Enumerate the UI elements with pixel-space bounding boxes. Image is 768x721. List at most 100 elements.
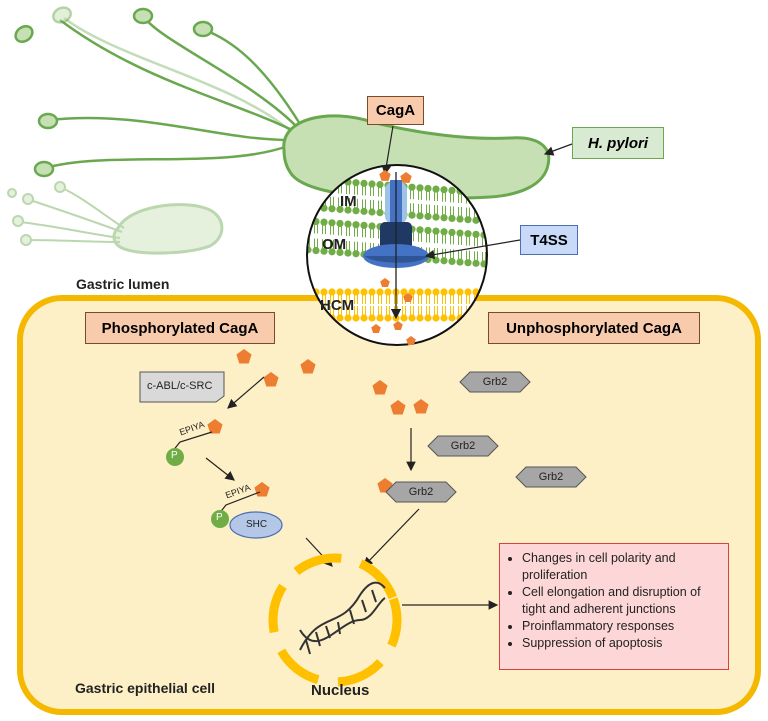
lipid-head	[448, 186, 456, 194]
lipid-tail	[354, 295, 358, 304]
lipid-head	[328, 248, 336, 256]
lipid-head	[496, 262, 503, 269]
lipid-tail	[378, 187, 382, 197]
lipid-tail	[418, 295, 422, 304]
grb2-label-1: Grb2	[482, 376, 508, 388]
lipid-tail	[450, 206, 454, 216]
lipid-tail	[338, 226, 342, 236]
lipid-tail	[394, 295, 398, 304]
lipid-tail	[434, 205, 438, 215]
lipid-head	[360, 221, 368, 229]
lipid-tail	[330, 306, 334, 315]
lipid-tail	[426, 306, 430, 315]
lipid-tail	[434, 306, 438, 315]
lipid-head	[456, 288, 464, 296]
lipid-tail	[338, 295, 342, 304]
effect-item: Proinflammatory responses	[522, 618, 722, 635]
lipid-head	[336, 314, 344, 322]
lipid-tail	[466, 236, 470, 246]
lipid-head	[360, 179, 368, 187]
lipid-tail	[426, 233, 430, 243]
lipid-head	[488, 261, 495, 268]
phosphate-label-1: P	[171, 450, 178, 461]
zoom-circle-outline	[306, 164, 488, 346]
lipid-head	[488, 232, 495, 239]
h-pylori-flagella-tips	[14, 6, 214, 178]
lipid-head	[416, 226, 424, 234]
lipid-tail	[458, 194, 462, 204]
lipid-head	[368, 180, 376, 188]
lipid-head	[440, 186, 448, 194]
t4ss-channel	[363, 180, 429, 268]
lipid-head	[376, 181, 384, 189]
caga-pentagon	[400, 172, 412, 183]
lipid-head	[456, 229, 464, 237]
lipid-head	[424, 212, 432, 221]
lipid-tail	[338, 197, 342, 207]
lipid-tail	[418, 203, 422, 213]
lipid-tail	[442, 306, 446, 315]
lipid-head	[464, 288, 472, 296]
lipid-tail	[466, 207, 470, 217]
lipid-head	[448, 257, 456, 265]
lipid-tail	[434, 234, 438, 244]
dna-helix	[299, 581, 386, 655]
lipid-head	[352, 250, 360, 258]
caga-label-box: CagA	[367, 96, 424, 125]
lipid-head	[448, 288, 456, 296]
lipid-head	[344, 314, 352, 322]
lipid-tail	[499, 253, 502, 262]
lipid-head	[328, 288, 336, 296]
lipid-tail	[491, 210, 494, 219]
lipid-head	[376, 314, 384, 322]
lipid-tail	[450, 193, 454, 203]
caga-pentagon	[263, 372, 279, 387]
lipid-tail	[346, 241, 350, 251]
lipid-head	[368, 208, 376, 216]
lipid-tail	[307, 194, 310, 204]
lipid-head	[336, 288, 344, 296]
lipid-tail	[418, 190, 422, 200]
lipid-head	[352, 314, 360, 322]
lipid-head	[464, 230, 472, 238]
lipid-head	[296, 246, 303, 253]
lipid-head	[464, 216, 472, 224]
lipid-tail	[458, 295, 462, 304]
grb2-label-3: Grb2	[538, 471, 564, 483]
grb2-hexagon	[459, 371, 531, 393]
lipid-tail	[314, 224, 318, 234]
lipid-tail	[442, 295, 446, 304]
lipid-head	[328, 205, 336, 213]
lipid-tail	[338, 240, 342, 250]
lipid-tail	[362, 199, 366, 209]
gastric-epithelial-cell-label: Gastric epithelial cell	[75, 680, 216, 696]
lipid-tail	[458, 250, 462, 260]
lipid-tail	[354, 227, 358, 237]
lipid-head	[472, 259, 480, 267]
om-label: OM	[322, 236, 347, 253]
lipid-head	[352, 221, 360, 229]
lipid-tail	[370, 295, 374, 304]
lipid-tail	[362, 242, 366, 252]
lipid-head	[472, 216, 480, 224]
kinase-label: c-ABL/c-SRC	[147, 380, 213, 392]
lipid-head	[424, 184, 432, 193]
lipid-tail	[499, 210, 502, 219]
lipid-tail	[370, 187, 374, 196]
lipid-head	[368, 314, 376, 322]
lipid-tail	[299, 237, 302, 246]
lipid-tail	[330, 225, 334, 235]
lipid-tail	[362, 186, 366, 196]
lipid-head	[376, 209, 384, 217]
lipid-head	[400, 314, 408, 322]
lipid-head	[440, 228, 448, 236]
lipid-head	[464, 259, 472, 267]
unphosphorylated-caga-box: Unphosphorylated CagA	[488, 312, 700, 344]
lipid-head	[448, 314, 456, 322]
lipid-head	[384, 288, 392, 296]
lipid-head	[296, 217, 303, 224]
lipid-head	[472, 230, 480, 238]
lipid-tail	[354, 198, 358, 208]
lipid-head	[408, 183, 416, 191]
lipid-head	[384, 314, 392, 322]
